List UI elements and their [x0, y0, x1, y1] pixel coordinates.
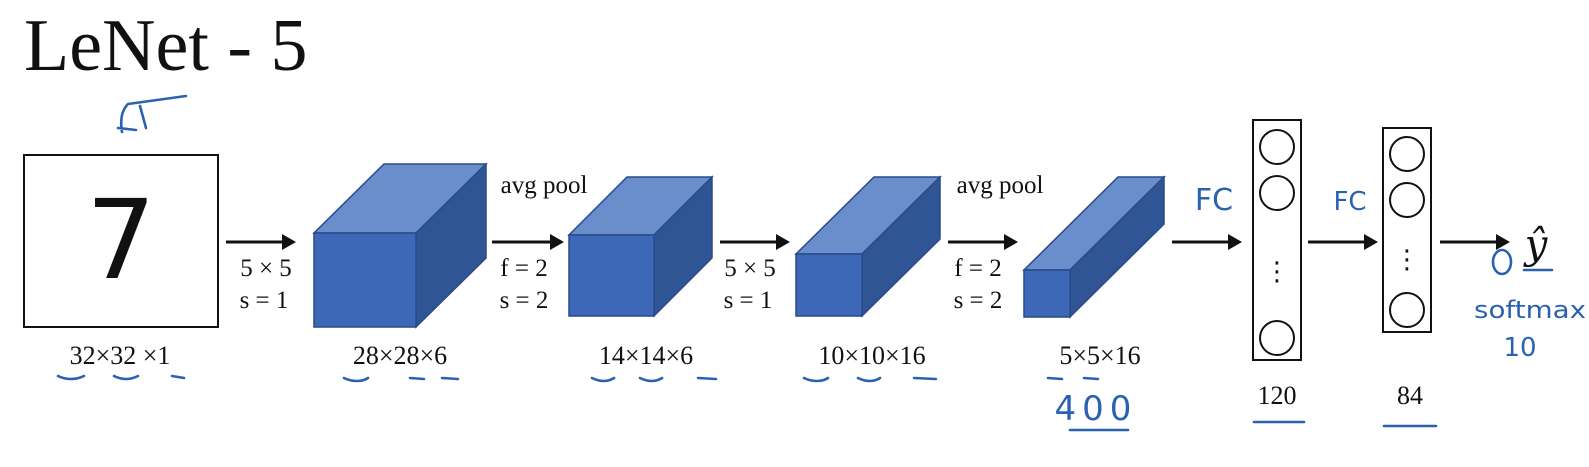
conv1-kernel: 5 × 5 [240, 255, 292, 282]
volume-28x28x6 [312, 162, 488, 329]
arrow-fc1 [1172, 234, 1242, 250]
hand-underline-volume3 [802, 376, 938, 383]
volume1-dims: 28×28×6 [353, 341, 447, 370]
arrow-output [1440, 234, 1510, 250]
input-image: 7 [23, 154, 219, 328]
fc1-dots: ⋮ [1264, 257, 1290, 287]
hand-underline-volume1 [342, 376, 460, 383]
hand-underline-input [56, 374, 186, 381]
pool1-name: avg pool [501, 172, 588, 199]
volume-5x5x16 [1022, 175, 1166, 319]
hand-classes-10: 10 [1503, 333, 1536, 363]
conv2-kernel: 5 × 5 [724, 255, 776, 282]
input-digit: 7 [86, 176, 156, 304]
fc1-units: 120 [1258, 381, 1297, 410]
fc2-units: 84 [1397, 381, 1423, 410]
volume4-dims: 5×5×16 [1059, 341, 1140, 370]
hand-fc1-label: FC [1195, 183, 1233, 218]
volume2-dims: 14×14×6 [599, 341, 693, 370]
volume3-dims: 10×10×16 [818, 341, 925, 370]
diagram-title: LeNet - 5 [24, 5, 308, 87]
volume-10x10x16 [794, 175, 942, 318]
pool1-stride: s = 2 [500, 287, 549, 314]
pool2-stride: s = 2 [954, 287, 1003, 314]
arrow-conv2 [720, 234, 790, 250]
hand-mark-input [116, 94, 188, 134]
fc2-dots: ⋮ [1394, 245, 1420, 275]
hand-flatten-400: 400 [1055, 389, 1138, 429]
conv2-stride: s = 1 [724, 287, 773, 314]
hand-softmax: softmax [1474, 296, 1586, 324]
volume-14x14x6 [567, 175, 714, 318]
conv1-stride: s = 1 [240, 287, 289, 314]
arrow-fc2 [1308, 234, 1378, 250]
input-dims: 32×32 ×1 [70, 341, 171, 370]
pool2-name: avg pool [957, 172, 1044, 199]
hand-underline-volume4 [1046, 376, 1100, 381]
output-y-hat: ŷ [1523, 222, 1549, 268]
fc-layer-120 [1252, 119, 1302, 361]
arrow-pool1 [492, 234, 564, 250]
hand-underline-volume2 [590, 376, 718, 383]
arrow-conv1 [226, 234, 296, 250]
pool2-filter: f = 2 [954, 255, 1001, 282]
fc-layer-84 [1382, 127, 1432, 333]
pool1-filter: f = 2 [500, 255, 547, 282]
arrow-pool2 [948, 234, 1018, 250]
hand-fc2-label: FC [1333, 187, 1366, 217]
hand-output-circle [1491, 248, 1513, 276]
